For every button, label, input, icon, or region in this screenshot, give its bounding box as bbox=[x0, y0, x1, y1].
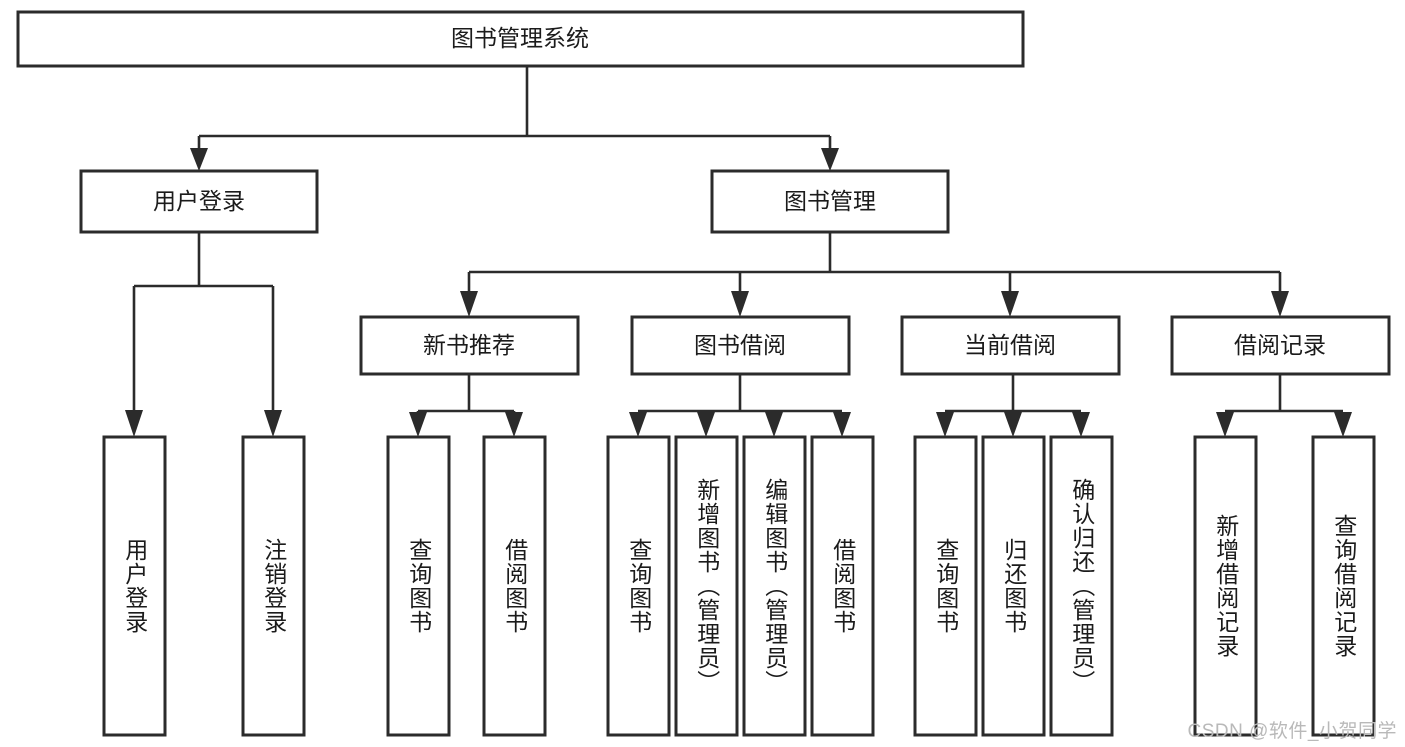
connector-user-login-to-leaves bbox=[125, 232, 282, 437]
arrow-head-book-manage bbox=[821, 148, 839, 171]
node-user-login[interactable]: 用户登录 bbox=[79, 169, 319, 234]
connector-current-borrow-to-leaves bbox=[936, 374, 1090, 437]
arrow-head-current-borrow bbox=[1001, 291, 1019, 317]
arrow-head-book-borrow bbox=[731, 291, 749, 317]
node-root-label: 图书管理系统 bbox=[451, 25, 589, 51]
connector-book-borrow-to-leaves bbox=[629, 374, 851, 437]
node-borrow-record-label: 借阅记录 bbox=[1234, 332, 1326, 358]
arrow-head-leaf-query-book-3 bbox=[936, 412, 954, 437]
arrow-head-leaf-user-login bbox=[125, 410, 143, 437]
connector-borrow-record-to-leaves bbox=[1216, 374, 1352, 437]
arrow-head-leaf-borrow-book-1 bbox=[505, 412, 523, 437]
connector-book-manage-to-level3 bbox=[460, 232, 1289, 317]
node-leaf-query-book-1-box[interactable] bbox=[386, 435, 451, 737]
node-book-borrow-label: 图书借阅 bbox=[694, 332, 786, 358]
arrow-head-leaf-query-book-1 bbox=[409, 412, 427, 437]
node-borrow-record[interactable]: 借阅记录 bbox=[1170, 315, 1391, 376]
node-leaf-query-book-3-box[interactable] bbox=[913, 435, 978, 737]
connector-new-book-rec-to-leaves bbox=[409, 374, 523, 437]
node-leaf-return-book-box[interactable] bbox=[981, 435, 1046, 737]
leaf-boxes bbox=[102, 435, 1376, 737]
node-leaf-edit-book-box[interactable] bbox=[742, 435, 807, 737]
node-leaf-borrow-book-2-box[interactable] bbox=[810, 435, 875, 737]
watermark-text: CSDN @软件_小贺同学 bbox=[1187, 721, 1397, 742]
node-new-book-rec-label: 新书推荐 bbox=[423, 332, 515, 358]
arrow-head-leaf-return-book bbox=[1004, 412, 1022, 437]
node-new-book-rec[interactable]: 新书推荐 bbox=[359, 315, 580, 376]
node-leaf-add-record-box[interactable] bbox=[1193, 435, 1258, 737]
node-current-borrow-box[interactable] bbox=[900, 315, 1121, 376]
connector-root-to-level2 bbox=[190, 66, 839, 171]
arrow-head-leaf-confirm-return bbox=[1072, 412, 1090, 437]
node-leaf-borrow-book-1-box[interactable] bbox=[482, 435, 547, 737]
node-root[interactable]: 图书管理系统 bbox=[16, 10, 1025, 68]
node-leaf-confirm-return-box[interactable] bbox=[1049, 435, 1114, 737]
node-book-manage[interactable]: 图书管理 bbox=[710, 169, 950, 234]
node-current-borrow[interactable]: 当前借阅 bbox=[900, 315, 1121, 376]
node-book-manage-label: 图书管理 bbox=[784, 188, 876, 214]
node-leaf-user-login-box[interactable] bbox=[102, 435, 167, 737]
arrow-head-leaf-query-record bbox=[1334, 412, 1352, 437]
node-user-login-label: 用户登录 bbox=[153, 188, 245, 214]
node-new-book-rec-box[interactable] bbox=[359, 315, 580, 376]
node-borrow-record-box[interactable] bbox=[1170, 315, 1391, 376]
node-root-box[interactable] bbox=[16, 10, 1025, 68]
node-user-login-box[interactable] bbox=[79, 169, 319, 234]
node-leaf-query-record-box[interactable] bbox=[1311, 435, 1376, 737]
node-book-manage-box[interactable] bbox=[710, 169, 950, 234]
node-current-borrow-label: 当前借阅 bbox=[964, 332, 1056, 358]
node-book-borrow-box[interactable] bbox=[630, 315, 851, 376]
arrow-head-leaf-edit-book bbox=[765, 412, 783, 437]
node-leaf-logout-box[interactable] bbox=[241, 435, 306, 737]
arrow-head-borrow-record bbox=[1271, 291, 1289, 317]
arrow-head-leaf-logout bbox=[264, 410, 282, 437]
node-book-borrow[interactable]: 图书借阅 bbox=[630, 315, 851, 376]
arrow-head-new-book-rec bbox=[460, 291, 478, 317]
arrow-head-leaf-add-book bbox=[697, 412, 715, 437]
arrow-head-leaf-query-book-2 bbox=[629, 412, 647, 437]
arrow-head-leaf-borrow-book-2 bbox=[833, 412, 851, 437]
node-leaf-add-book-box[interactable] bbox=[674, 435, 739, 737]
arrow-head-user-login bbox=[190, 148, 208, 171]
node-leaf-query-book-2-box[interactable] bbox=[606, 435, 671, 737]
arrow-head-leaf-add-record bbox=[1216, 412, 1234, 437]
